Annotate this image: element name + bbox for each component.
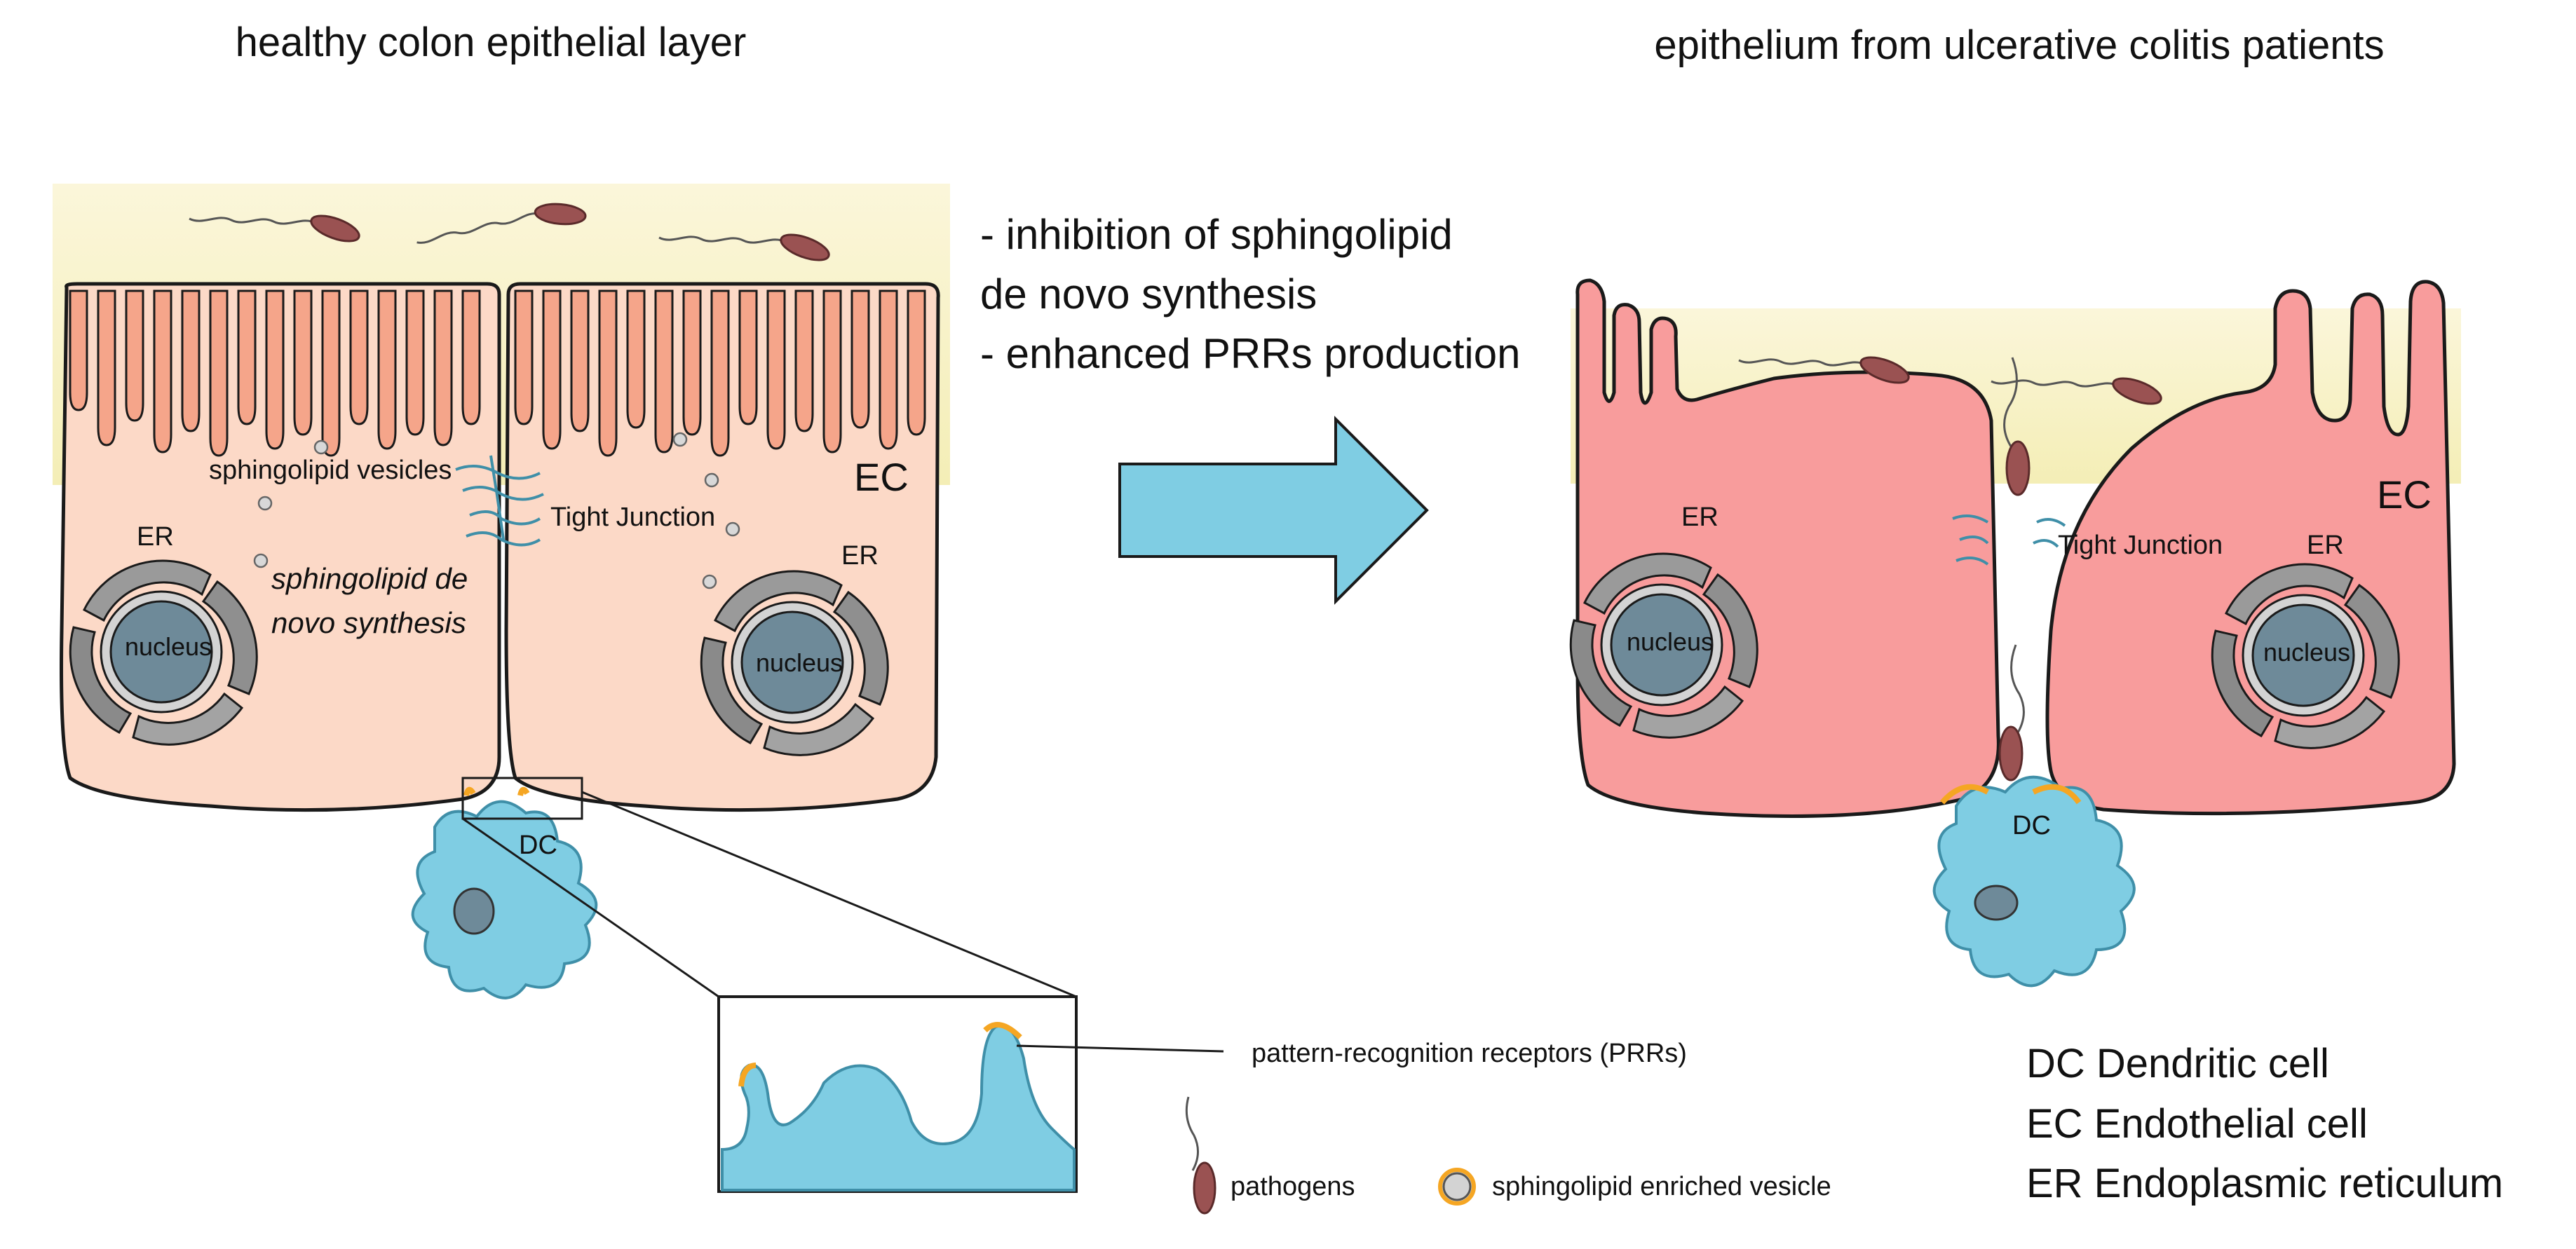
colitis-cell-left <box>1569 278 2000 818</box>
colitis-pathogens <box>1737 351 2166 782</box>
vesicle-key-label: sphingolipid enriched vesicle <box>1492 1172 1831 1201</box>
legend-key: pathogens sphingolipid enriched vesicle <box>1185 1096 1831 1215</box>
healthy-microvilli-right <box>514 289 926 457</box>
colitis-tight-junction-label: Tight Junction <box>2058 531 2223 560</box>
change-line-3: - enhanced PRRs production <box>980 330 1520 377</box>
healthy-ec-label: EC <box>854 455 909 499</box>
zoom-indicator <box>461 777 1077 998</box>
healthy-tight-junction-label: Tight Junction <box>550 503 715 532</box>
healthy-er-right-label: ER <box>841 541 879 571</box>
healthy-dendritic-cell <box>411 786 598 999</box>
healthy-title: healthy colon epithelial layer <box>236 20 747 65</box>
colitis-nucleus-right-label: nucleus <box>2263 638 2350 667</box>
abbrev-dc: DC Dendritic cell <box>2026 1041 2329 1086</box>
healthy-synthesis-line1: sphingolipid de <box>271 562 468 595</box>
healthy-cell-left <box>60 282 501 812</box>
pathogens-key-label: pathogens <box>1231 1172 1355 1201</box>
colitis-nucleus-left-label: nucleus <box>1627 627 1714 656</box>
prr-label: pattern-recognition receptors (PRRs) <box>1252 1039 1687 1068</box>
colitis-dendritic-cell <box>1932 775 2136 988</box>
colitis-er-left-label: ER <box>1681 503 1719 532</box>
abbreviations: DC Dendritic cell EC Endothelial cell ER… <box>2026 1041 2503 1206</box>
healthy-synthesis-line2: novo synthesis <box>271 606 466 639</box>
zoom-box <box>717 995 1224 1193</box>
healthy-dc-label: DC <box>519 831 557 860</box>
pathogen-key-tail <box>1185 1096 1199 1171</box>
abbrev-er: ER Endoplasmic reticulum <box>2026 1161 2503 1206</box>
colitis-ec-label: EC <box>2377 472 2432 517</box>
change-line-1: - inhibition of sphingolipid <box>980 211 1453 258</box>
healthy-panel: sphingolipid vesicles Tight Junction EC … <box>53 184 1077 999</box>
pathogen-in-gap-bottom <box>1998 725 2023 782</box>
change-line-2: de novo synthesis <box>980 271 1317 318</box>
colitis-dc-label: DC <box>2012 811 2051 840</box>
colitis-cell-right <box>2045 280 2456 816</box>
healthy-nucleus-left-label: nucleus <box>125 632 212 661</box>
changes-text: - inhibition of sphingolipid de novo syn… <box>980 211 1520 377</box>
healthy-microvilli-left <box>69 289 481 457</box>
healthy-cell-right <box>504 282 940 812</box>
pathogen-key-icon <box>1193 1161 1216 1215</box>
colitis-panel: ER Tight Junction ER EC nucleus nucleus … <box>1569 278 2461 988</box>
healthy-tight-junction <box>455 455 544 547</box>
healthy-vesicles-label: sphingolipid vesicles <box>209 456 452 485</box>
transition-arrow <box>1118 416 1429 605</box>
abbrev-ec: EC Endothelial cell <box>2026 1101 2368 1147</box>
colitis-er-right-label: ER <box>2307 531 2344 560</box>
colitis-tight-junction <box>1952 514 2066 566</box>
healthy-nucleus-right-label: nucleus <box>756 648 843 677</box>
healthy-er-left-label: ER <box>137 522 174 552</box>
colitis-title: epithelium from ulcerative colitis patie… <box>1654 22 2384 68</box>
pathogen-in-gap-top <box>2005 440 2031 496</box>
